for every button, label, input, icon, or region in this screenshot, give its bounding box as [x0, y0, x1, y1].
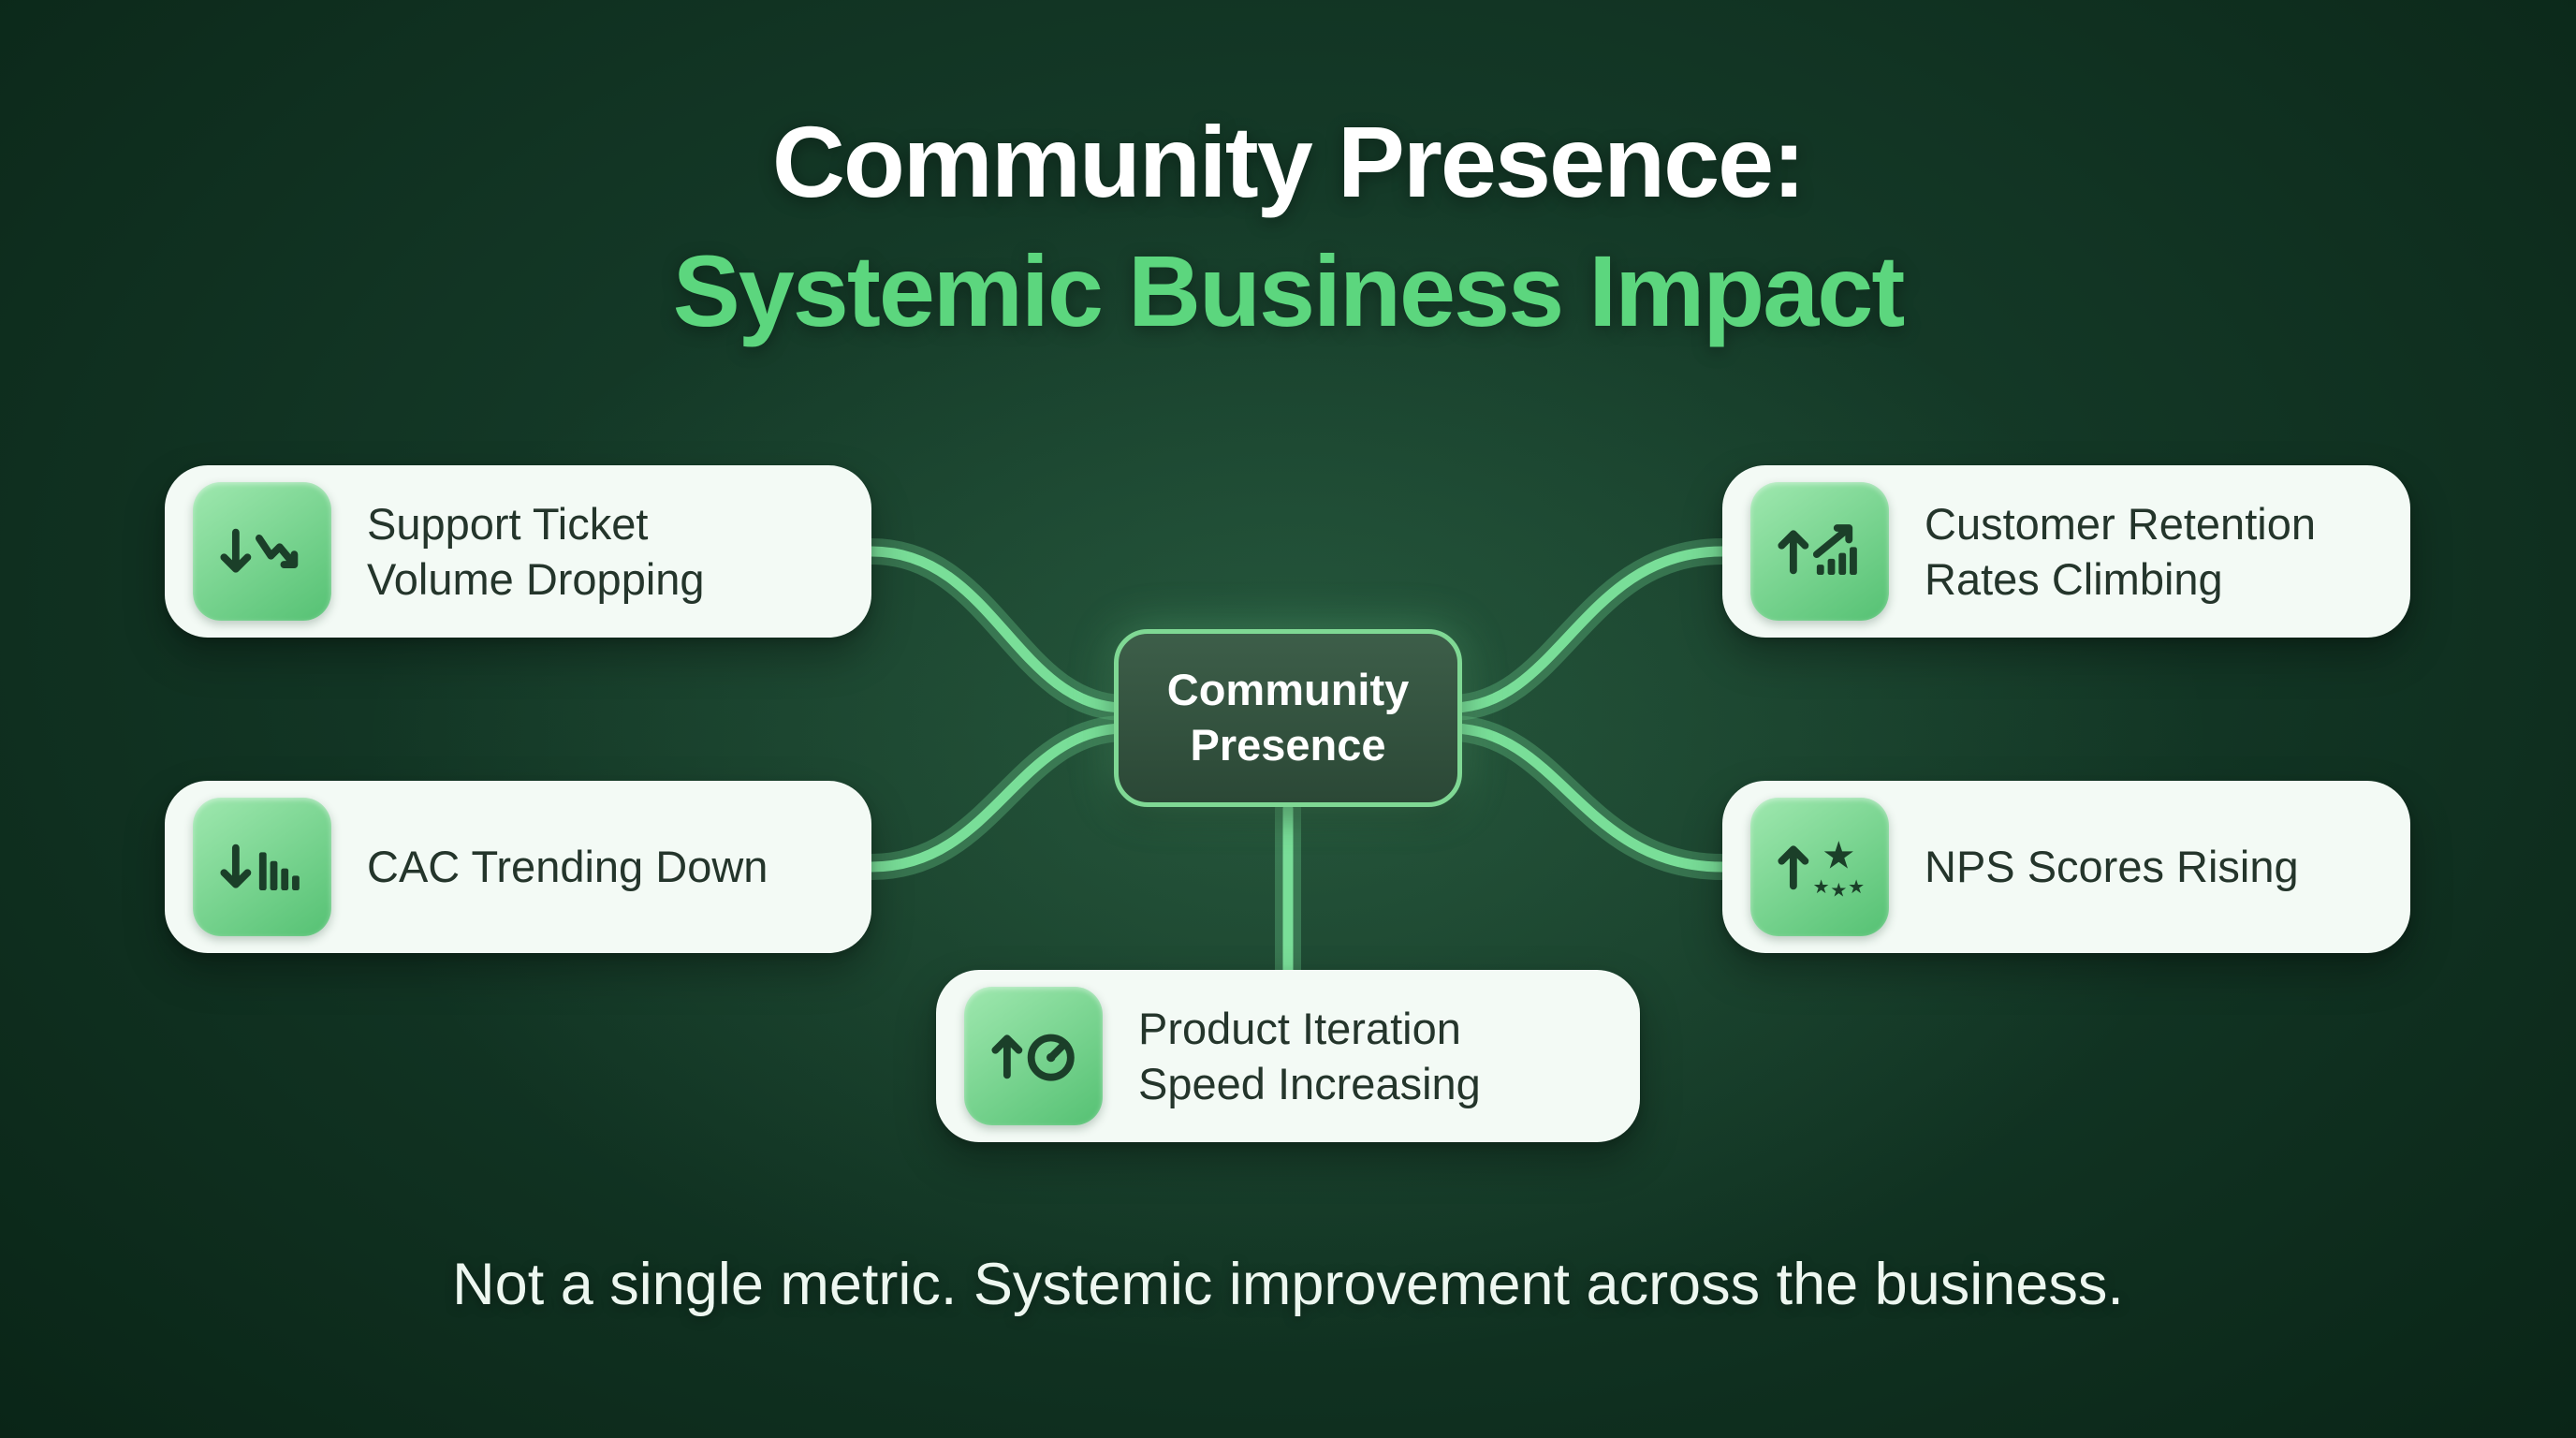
page-title-line-1: Community Presence: — [771, 105, 1806, 218]
card-support-ticket-label: Support Ticket Volume Dropping — [367, 498, 705, 604]
card-customer-retention: Customer Retention Rates Climbing — [1722, 465, 2410, 638]
card-cac-trending-down: CAC Trending Down — [165, 781, 871, 953]
connector-wire-layer — [866, 546, 1728, 983]
svg-text:★: ★ — [1830, 878, 1847, 901]
down-arrow-declining-line-chart-icon — [193, 482, 331, 621]
page-title: Community Presence: Systemic Business Im… — [0, 97, 2576, 356]
card-iteration-label: Product Iteration Speed Increasing — [1138, 1003, 1481, 1108]
card-product-iteration-speed: Product Iteration Speed Increasing — [936, 970, 1640, 1142]
down-arrow-declining-bars-icon — [193, 798, 331, 936]
center-node-label-line-2: Presence — [1190, 720, 1386, 770]
up-arrow-growth-bars-icon — [1750, 482, 1889, 621]
svg-text:★: ★ — [1812, 875, 1829, 898]
card-support-ticket-volume: Support Ticket Volume Dropping — [165, 465, 871, 638]
page-title-line-2: Systemic Business Impact — [672, 234, 1906, 348]
card-nps-scores: ★ ★ ★ ★ NPS Scores Rising — [1722, 781, 2410, 953]
card-nps-label: NPS Scores Rising — [1925, 842, 2299, 892]
card-retention-label: Customer Retention Rates Climbing — [1925, 498, 2316, 604]
up-arrow-stars-icon: ★ ★ ★ ★ — [1750, 798, 1889, 936]
center-node-community-presence: Community Presence — [1114, 629, 1462, 807]
footer-tagline: Not a single metric. Systemic improvemen… — [452, 1252, 2124, 1317]
svg-text:★: ★ — [1822, 833, 1855, 878]
center-node-label-line-1: Community — [1166, 665, 1410, 715]
up-arrow-speedometer-icon — [964, 987, 1103, 1125]
card-cac-label: CAC Trending Down — [367, 842, 768, 892]
svg-text:★: ★ — [1848, 875, 1865, 898]
